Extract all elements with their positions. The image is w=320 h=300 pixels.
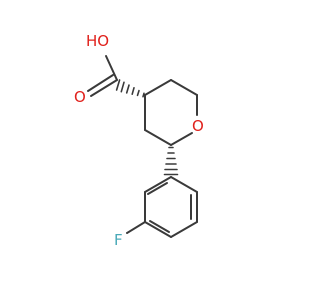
bond-ar1-ar2-inner (147, 182, 168, 195)
bond-ar4-ar5 (170, 221, 198, 238)
bond-ar3-ar4 (144, 221, 172, 238)
bond-ar6-ar1 (170, 176, 198, 193)
hydroxyl-oxygen-label: HO (86, 32, 109, 50)
bond-c-o-double-2 (87, 74, 114, 92)
structure-canvas: HO O O F (74, 32, 204, 249)
bond-c-oh (105, 55, 118, 81)
bond-c3-c2 (170, 79, 198, 96)
ring-oxygen-label: O (192, 117, 204, 135)
bond-ar3-f (126, 221, 146, 234)
bond-c6-c5 (144, 129, 172, 146)
bond-ar1-ar2 (144, 176, 172, 193)
molecule-drawing: HO O O F (74, 32, 204, 249)
bond-c4-c3 (144, 79, 172, 96)
fluorine-label: F (114, 231, 123, 249)
carbonyl-oxygen-label: O (74, 88, 86, 106)
bond-ar3-ar4-inner (149, 220, 170, 233)
bond-c-o-double-1 (90, 79, 118, 97)
bond-o-c6 (170, 132, 193, 146)
hashed-wedge-bond-c4 (115, 79, 145, 98)
hashed-wedge-bond-c6 (163, 146, 179, 176)
